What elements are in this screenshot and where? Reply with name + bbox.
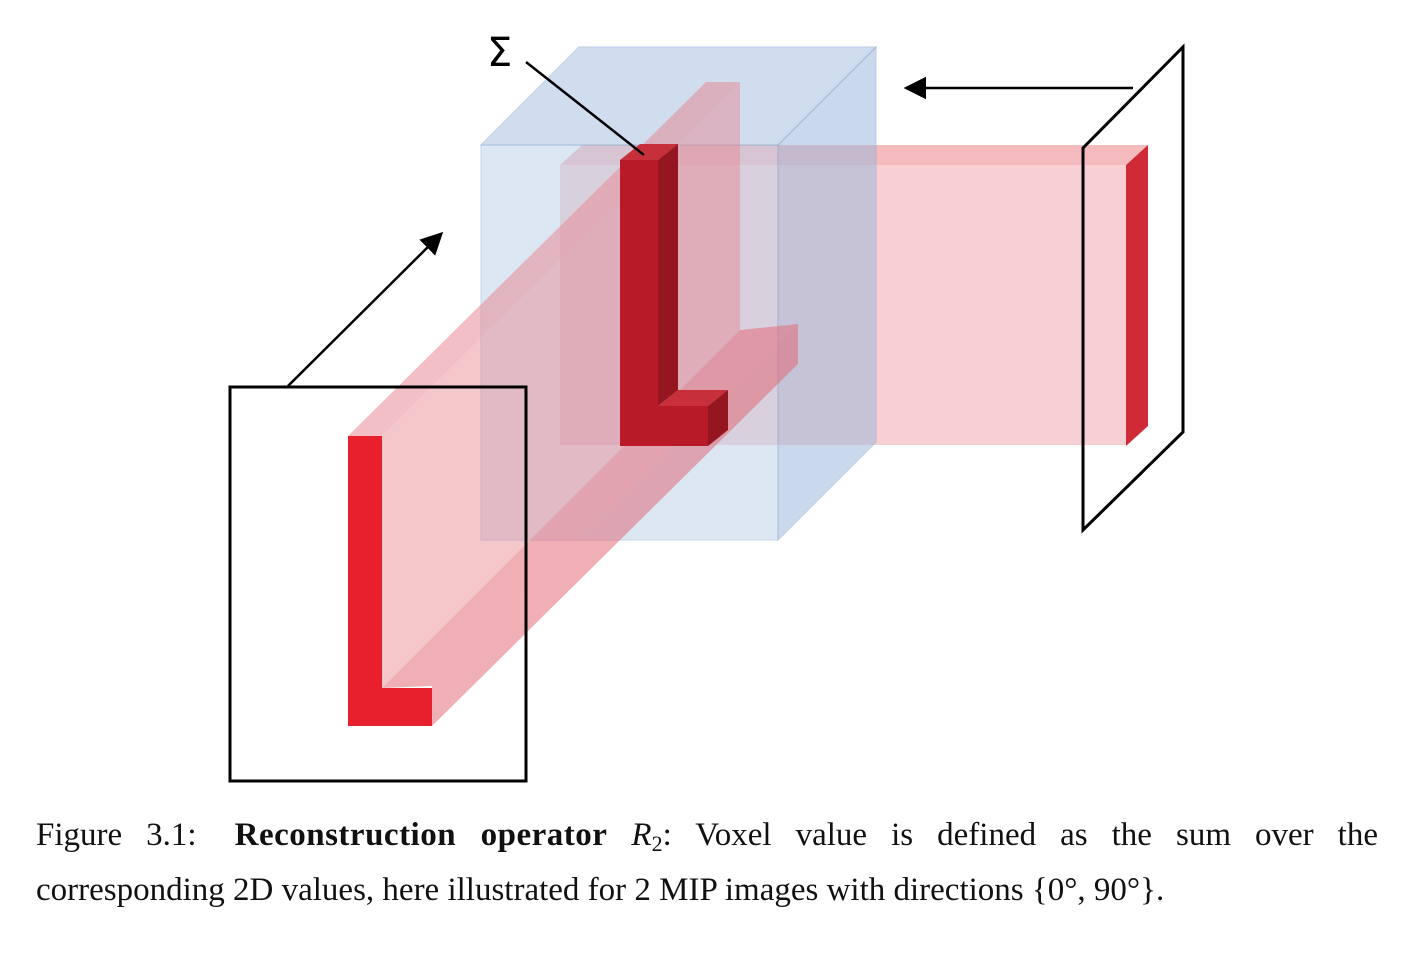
sum-pointer-line <box>525 61 645 156</box>
sum-symbol: Σ <box>487 30 512 76</box>
caption-title: Reconstruction operator <box>234 817 608 853</box>
caption-body: : Voxel value is defined as the sum over… <box>36 817 1378 908</box>
operator-symbol: R <box>631 817 652 853</box>
left-direction-arrow <box>287 231 444 387</box>
operator-subscript: 2 <box>651 831 663 856</box>
left-l-shape <box>348 436 432 726</box>
right-l-projection <box>1126 145 1148 446</box>
figure-caption: Figure 3.1: Reconstruction operator R2: V… <box>36 812 1378 914</box>
left-mip-image <box>228 385 528 783</box>
reconstructed-l-shape <box>620 144 728 446</box>
reconstruction-diagram: Σ <box>228 30 1185 783</box>
right-mip-image <box>1081 43 1185 534</box>
figure-label: Figure 3.1: <box>36 817 197 853</box>
caption-directions: {0°, 90°}. <box>1031 872 1165 908</box>
